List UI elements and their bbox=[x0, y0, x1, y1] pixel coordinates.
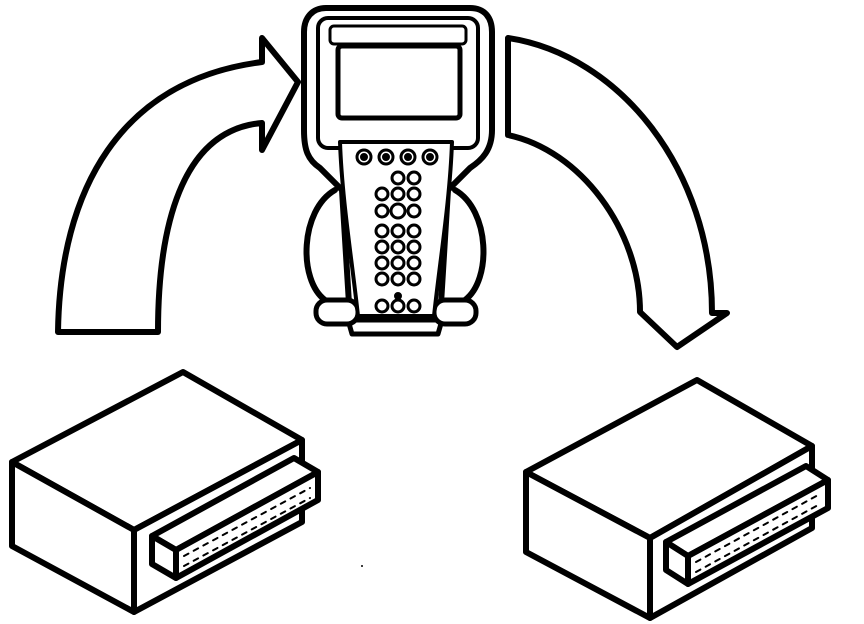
scan-tool-bumper-left bbox=[313, 297, 361, 327]
download-arrow bbox=[505, 35, 730, 350]
target-module bbox=[523, 377, 831, 621]
source-module-connector bbox=[149, 455, 321, 581]
scan-tool-function-keys bbox=[355, 148, 439, 166]
scan-tool-bumper-right bbox=[431, 297, 479, 327]
scan-tool-screen bbox=[335, 43, 463, 121]
source-module bbox=[9, 369, 321, 615]
scan-tool-keys bbox=[374, 170, 422, 314]
scan-tool bbox=[301, 5, 495, 337]
artifact-dot bbox=[361, 565, 363, 567]
scan-tool-strap bbox=[303, 187, 338, 303]
target-module-connector bbox=[663, 463, 831, 587]
upload-arrow bbox=[55, 35, 301, 335]
